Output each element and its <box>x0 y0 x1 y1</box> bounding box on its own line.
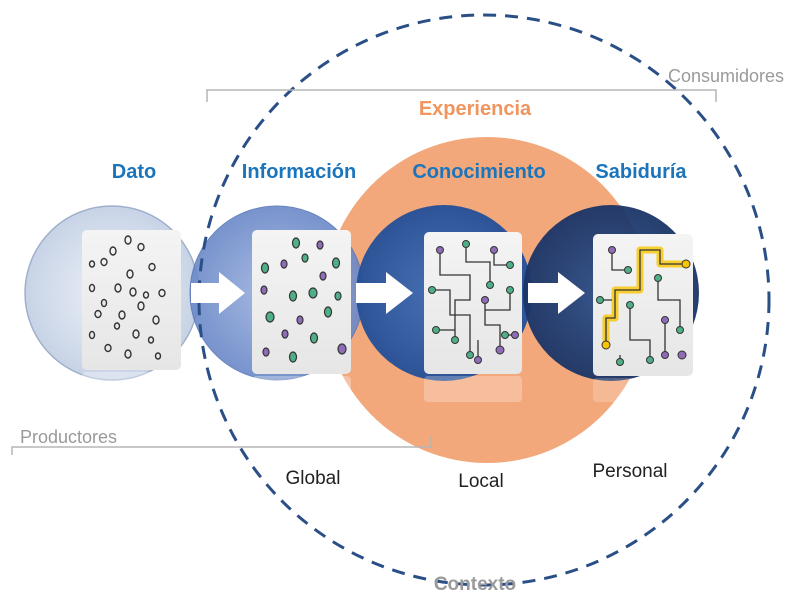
conocimiento-card <box>424 232 522 402</box>
scope-label-local: Local <box>458 471 503 492</box>
arrow-right-icon <box>356 272 413 314</box>
arrow-right-icon <box>191 272 245 314</box>
consumers-bracket <box>206 89 717 102</box>
informacion-card <box>252 230 351 402</box>
context-circle <box>197 13 771 587</box>
scope-label-global: Global <box>286 468 341 489</box>
stage-label-conocimiento: Conocimiento <box>412 161 545 183</box>
sabiduria-card <box>593 234 693 402</box>
stage-label-sabiduria: Sabiduría <box>595 161 687 183</box>
scope-label-personal: Personal <box>593 461 668 482</box>
producers-label: Productores <box>20 427 117 447</box>
producers-bracket <box>11 436 432 455</box>
dato-card <box>82 230 181 400</box>
stage-label-dato: Dato <box>112 161 156 183</box>
stage-label-informacion: Información <box>242 161 356 183</box>
consumers-label: Consumidores <box>668 66 784 86</box>
experience-label: Experiencia <box>419 98 532 120</box>
arrow-right-icon <box>528 272 585 314</box>
context-label: Contexto <box>434 574 516 595</box>
